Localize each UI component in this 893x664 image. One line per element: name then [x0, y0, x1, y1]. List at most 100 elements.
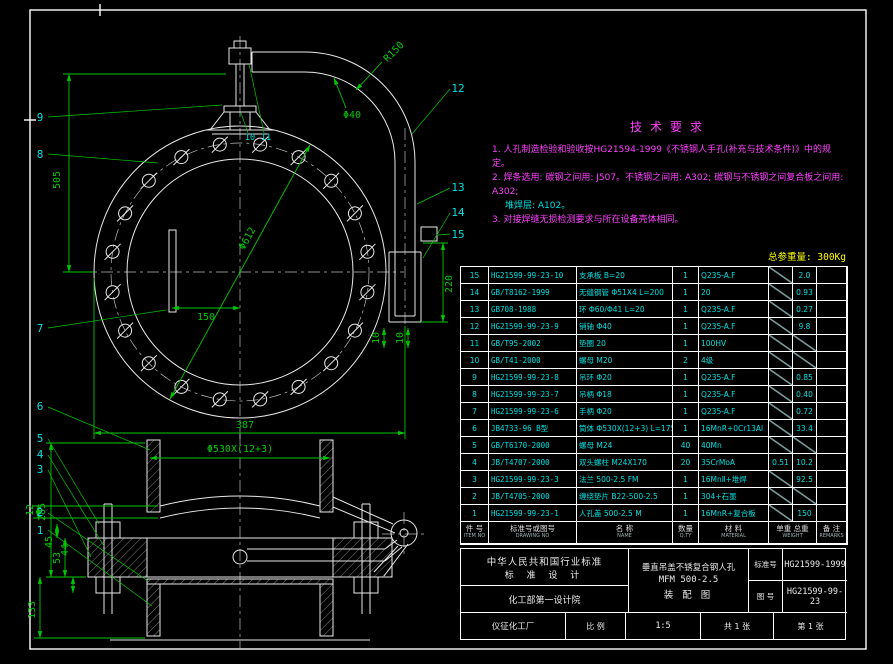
bom-weight-total: 2.0 — [793, 267, 817, 284]
bom-material: 4级 — [699, 352, 769, 369]
dim-53: 53 — [52, 552, 63, 564]
bom-drawing-no: GB/T95-2002 — [489, 335, 577, 352]
bom-remark — [817, 437, 847, 454]
davit-pipe-outer — [252, 51, 416, 252]
bom-name: 销轴 Φ40 — [577, 318, 673, 335]
org-line1: 中华人民共和国行业标准 — [486, 556, 603, 568]
bom-name: 垫圈 20 — [577, 335, 673, 352]
bom-weight-each — [769, 505, 793, 522]
bom-weight-each — [769, 369, 793, 386]
bom-remark — [817, 301, 847, 318]
bom-drawing-no: GB/T6170-2000 — [489, 437, 577, 454]
sheet-border — [24, 4, 867, 650]
bom-remark — [817, 284, 847, 301]
bom-name: 吊环 Φ20 — [577, 369, 673, 386]
bom-weight-total: 9.8 — [793, 318, 817, 335]
tech-requirements-list: 1. 人孔制造检验和验收按HG21594-1999《不锈钢人手孔(补充与技术条件… — [492, 144, 848, 228]
neck-wall-right — [319, 583, 334, 637]
balloon-2: 2 — [37, 506, 44, 519]
bom-name: 法兰 500-2.5 FM — [577, 471, 673, 488]
bom-item-no: 2 — [461, 488, 489, 505]
product-line1: 垂直吊盖不锈复合钢人孔 — [641, 562, 736, 573]
standard-no-value: HG21599-1999 — [783, 549, 847, 581]
dimensions — [33, 61, 448, 639]
dim-45: 45 — [44, 536, 55, 548]
bom-remark — [817, 403, 847, 420]
bom-qty: 1 — [673, 318, 699, 335]
gasket — [146, 578, 334, 585]
bom-material: 16MnR+复合板 — [699, 505, 769, 522]
dim-12: 12 — [25, 504, 36, 516]
balloon-12: 12 — [451, 82, 464, 95]
bom-name: 筒体 Φ530X(12+3) L=175 — [577, 420, 673, 437]
dim-150: 150 — [197, 312, 215, 323]
bom-weight-each — [769, 352, 793, 369]
balloon-3: 3 — [37, 463, 44, 476]
handle-plan — [168, 229, 177, 313]
org-cell: 中华人民共和国行业标准 标 准 设 计 — [461, 549, 629, 586]
product-line3: 装 配 图 — [663, 589, 714, 601]
plan-view — [93, 40, 438, 419]
bom-weight-total: 33.4 — [793, 420, 817, 437]
balloon-callouts: 9 8 7 10 11 12 13 14 15 6 5 4 3 2 1 — [37, 82, 465, 537]
title-block: 中华人民共和国行业标准 标 准 设 计 化工部第一设计院 垂直吊盖不锈复合钢人孔… — [460, 548, 847, 640]
product-name-cell: 垂直吊盖不锈复合钢人孔 MFM 500-2.5 装 配 图 — [629, 549, 749, 613]
bom-qty: 1 — [673, 505, 699, 522]
balloon-14: 14 — [451, 206, 465, 219]
lifting-lug — [205, 111, 275, 135]
arm-link — [332, 496, 396, 534]
bom-qty: 1 — [673, 403, 699, 420]
balloon-8: 8 — [37, 148, 44, 161]
dim-285: 285 — [37, 503, 48, 521]
bom-weight-total: 92.5 — [793, 471, 817, 488]
balloon-15: 15 — [451, 228, 464, 241]
bom-qty: 1 — [673, 301, 699, 318]
bom-qty: 1 — [673, 267, 699, 284]
bom-material: Q235-A.F — [699, 318, 769, 335]
balloon-9: 9 — [37, 111, 44, 124]
design-institute-cell: 化工部第一设计院 — [461, 586, 629, 613]
bom-qty: 2 — [673, 352, 699, 369]
bom-drawing-no: HG21599-99-23-10 — [489, 267, 577, 284]
bom-drawing-no: GB708-1988 — [489, 301, 577, 318]
balloon-6: 6 — [37, 400, 44, 413]
pivot-boss — [390, 519, 418, 547]
bom-weight-total: 0.85 — [793, 369, 817, 386]
balloon-4: 4 — [37, 448, 44, 461]
tech-requirement-line: 堆焊层: A102。 — [505, 200, 571, 211]
bom-weight-total — [793, 335, 817, 352]
nut-right-bottom — [353, 576, 379, 594]
bom-material: 20 — [699, 284, 769, 301]
bom-remark — [817, 352, 847, 369]
bom-drawing-no: HG21599-99-23-9 — [489, 318, 577, 335]
bom-weight-each — [769, 437, 793, 454]
bom-item-no: 8 — [461, 386, 489, 403]
bom-item-no: 3 — [461, 471, 489, 488]
bom-item-no: 5 — [461, 437, 489, 454]
bom-drawing-no: HG21599-99-23-7 — [489, 386, 577, 403]
dished-cover-bottom — [159, 507, 321, 519]
bom-weight-each — [769, 488, 793, 505]
bom-drawing-no: GB/T8162-1999 — [489, 284, 577, 301]
balloon-11: 11 — [261, 133, 271, 143]
eyebolt-shank — [235, 64, 245, 106]
bom-weight-total: 0.40 — [793, 386, 817, 403]
neck-wall-left — [146, 583, 161, 637]
bom-qty: 1 — [673, 369, 699, 386]
bom-weight-each — [769, 267, 793, 284]
figure-no-label: 图 号 — [749, 581, 783, 613]
bom-weight-each — [769, 471, 793, 488]
balloon-1: 1 — [37, 524, 44, 537]
bom-drawing-no: HG21599-99-23-6 — [489, 403, 577, 420]
factory-cell: 仪征化工厂 — [461, 613, 566, 639]
bom-material: 16MnR+0Cr13Al — [699, 420, 769, 437]
bom-item-no: 4 — [461, 454, 489, 471]
bom-qty: 40 — [673, 437, 699, 454]
bom-qty: 20 — [673, 454, 699, 471]
bom-weight-total: 0.93 — [793, 284, 817, 301]
